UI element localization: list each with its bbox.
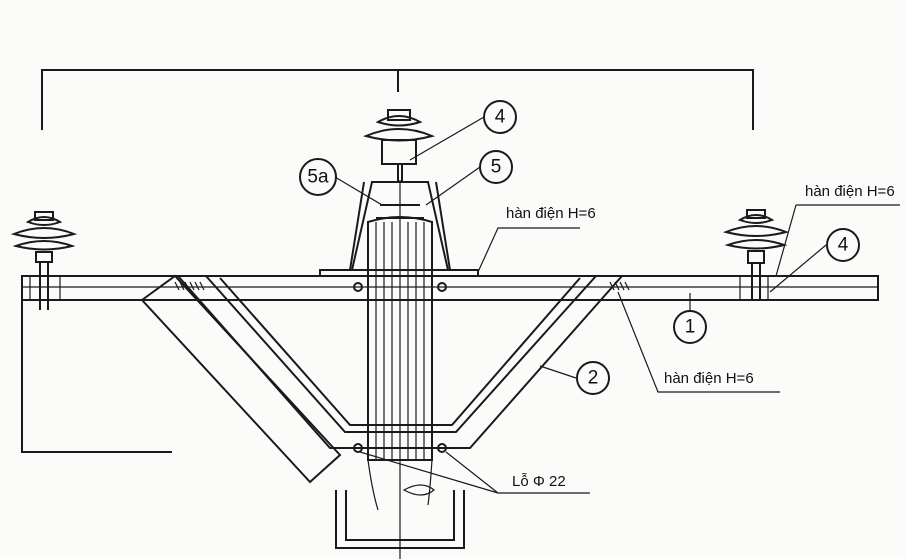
svg-text:5: 5 [491, 157, 502, 178]
svg-text:4: 4 [495, 107, 506, 128]
callout-4-right: 4 [826, 228, 860, 262]
hole-label: Lỗ Φ 22 [512, 473, 566, 490]
callout-5a: 5a [299, 158, 337, 196]
pole-body [367, 180, 435, 559]
callout-5: 5 [479, 150, 513, 184]
dimension-bracket [41, 69, 754, 130]
leader-lines [334, 116, 900, 494]
weld-label-right-mid: hàn điện H=6 [664, 370, 754, 387]
pole-top-bracket [319, 181, 479, 277]
crossarm-beam [21, 275, 879, 301]
svg-text:5a: 5a [307, 167, 329, 188]
callout-2: 2 [576, 361, 610, 395]
insulator-left [10, 211, 78, 310]
weld-label-top: hàn điện H=6 [506, 205, 596, 222]
bolts [353, 282, 447, 453]
weld-hatching [174, 281, 630, 291]
insulator-right [722, 209, 790, 301]
svg-text:1: 1 [685, 317, 696, 338]
svg-text:2: 2 [588, 368, 599, 389]
callout-4-top: 4 [483, 100, 517, 134]
svg-text:4: 4 [838, 235, 849, 256]
insulator-top [362, 109, 436, 182]
angle-piece-left [140, 274, 342, 484]
left-outline [21, 300, 172, 453]
weld-label-right-top: hàn điện H=6 [805, 183, 895, 200]
callout-1: 1 [673, 310, 707, 344]
base-clamp [335, 490, 465, 549]
